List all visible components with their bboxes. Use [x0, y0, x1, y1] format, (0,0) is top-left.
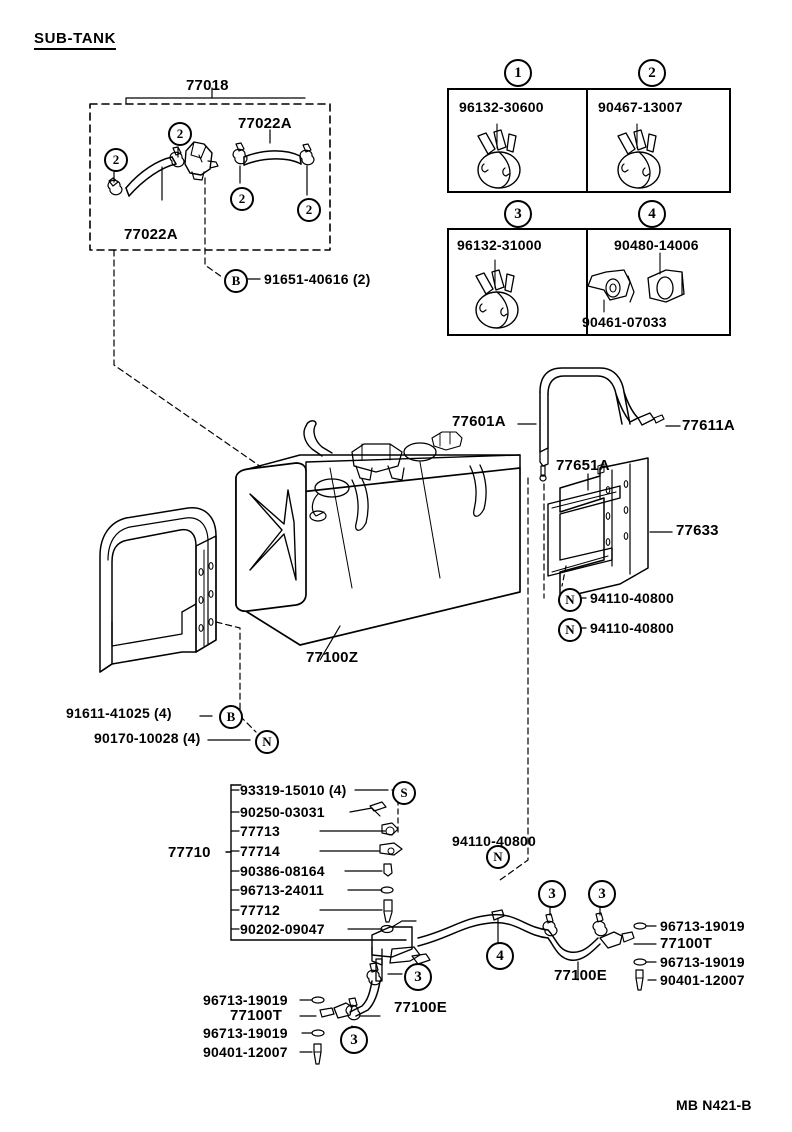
pump-item-90250-03031: 90250-03031	[240, 804, 325, 820]
label-77022A-right: 77022A	[238, 115, 292, 132]
legend-index-4: 4	[638, 200, 666, 228]
clip-marker-2-a: 2	[104, 148, 128, 172]
fuelline-marker-4: 4	[486, 942, 514, 970]
protector-bolt-symbol: B	[219, 705, 243, 729]
label-77710: 77710	[168, 844, 211, 861]
fuelline-nut-symbol: N	[486, 845, 510, 869]
protector-nut-symbol: N	[255, 730, 279, 754]
clip-marker-2-b: 2	[168, 122, 192, 146]
fuelline-marker-3-right-b: 3	[588, 880, 616, 908]
right-part-90401-12007: 90401-12007	[660, 972, 745, 988]
left-part-90401-12007: 90401-12007	[203, 1044, 288, 1060]
band-nut-symbol-2: N	[558, 618, 582, 642]
band-nut-part-1: 94110-40800	[590, 590, 674, 606]
legend-cell-3	[447, 228, 590, 336]
clip-marker-2-d: 2	[297, 198, 321, 222]
pump-item-77712: 77712	[240, 902, 280, 918]
pump-item-77714: 77714	[240, 843, 280, 859]
pump-item-77713: 77713	[240, 823, 280, 839]
label-77100E-left: 77100E	[394, 999, 447, 1016]
label-77633: 77633	[676, 522, 719, 539]
right-part-96713-19019-b: 96713-19019	[660, 954, 745, 970]
left-part-96713-19019-a: 96713-19019	[203, 992, 288, 1008]
label-77611A: 77611A	[682, 417, 735, 434]
label-77651A: 77651A	[556, 457, 610, 474]
protector-bolt-part: 91611-41025 (4)	[66, 705, 172, 721]
left-part-96713-19019-b: 96713-19019	[203, 1025, 288, 1041]
fuelline-nut-part: 94110-40800	[452, 833, 536, 849]
legend-part-90467-13007: 90467-13007	[598, 99, 683, 115]
page-title: SUB-TANK	[34, 31, 117, 50]
bolt-symbol-B: B	[224, 269, 248, 293]
left-part-77100T: 77100T	[230, 1007, 283, 1024]
clip-marker-2-c: 2	[230, 187, 254, 211]
band-nut-part-2: 94110-40800	[590, 620, 674, 636]
pump-item-90386-08164: 90386-08164	[240, 863, 325, 879]
legend-index-3: 3	[504, 200, 532, 228]
label-77601A: 77601A	[452, 413, 506, 430]
label-77100Z: 77100Z	[306, 649, 359, 666]
pump-item-96713-24011: 96713-24011	[240, 882, 324, 898]
legend-part-90461-07033: 90461-07033	[582, 314, 667, 330]
pump-item-90202-09047: 90202-09047	[240, 921, 325, 937]
right-part-77100T: 77100T	[660, 935, 713, 952]
band-nut-symbol-1: N	[558, 588, 582, 612]
bolt-part-91651-40616: 91651-40616 (2)	[264, 271, 371, 287]
legend-part-90480-14006: 90480-14006	[614, 237, 699, 253]
protector-nut-part: 90170-10028 (4)	[94, 730, 201, 746]
label-77022A-left: 77022A	[124, 226, 178, 243]
right-part-96713-19019-a: 96713-19019	[660, 918, 745, 934]
label-77018: 77018	[186, 77, 229, 94]
fuelline-marker-3-left-b: 3	[340, 1026, 368, 1054]
fuelline-marker-3-right-a: 3	[538, 880, 566, 908]
sheet-code: MB N421-B	[676, 1097, 752, 1113]
fuelline-marker-3-left-a: 3	[404, 963, 432, 991]
legend-part-96132-30600: 96132-30600	[459, 99, 544, 115]
legend-index-2: 2	[638, 59, 666, 87]
pump-item-93319-15010: 93319-15010 (4)	[240, 782, 347, 798]
label-77100E-right: 77100E	[554, 967, 607, 984]
legend-index-1: 1	[504, 59, 532, 87]
pump-item-symbol-S: S	[392, 781, 416, 805]
legend-part-96132-31000: 96132-31000	[457, 237, 542, 253]
